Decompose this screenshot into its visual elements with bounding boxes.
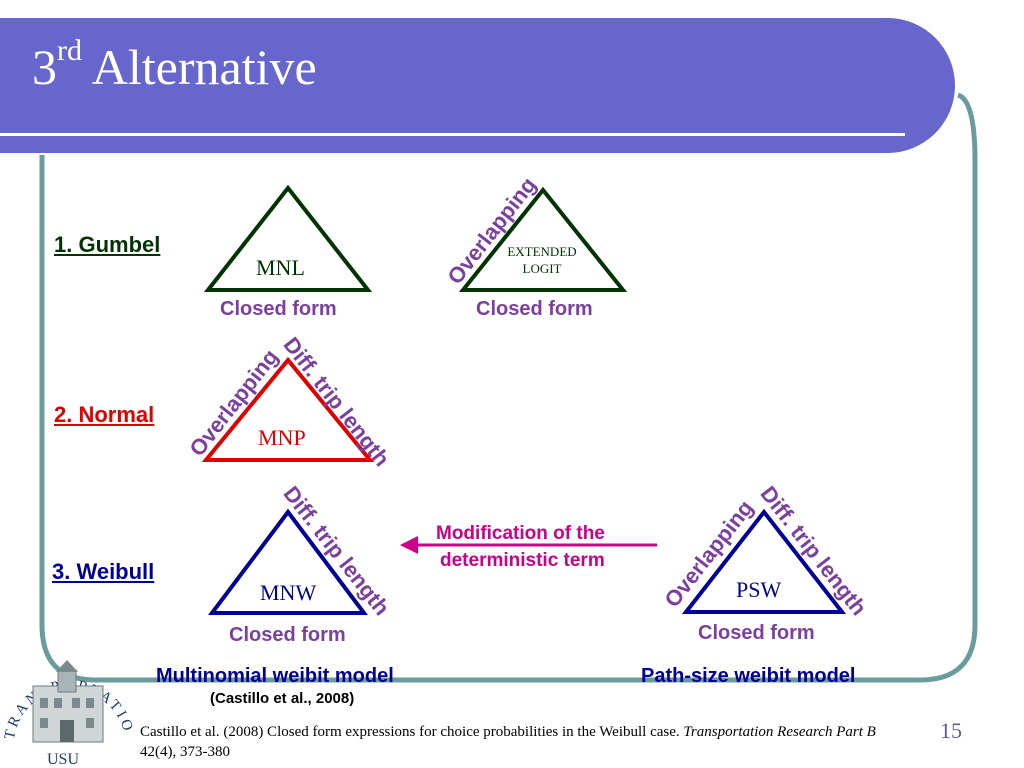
mnw-label: MNW <box>260 580 317 605</box>
psw-caption: Closed form <box>698 622 815 644</box>
extended-logit-label-2: LOGIT <box>522 261 562 276</box>
modification-arrow-head <box>400 536 418 554</box>
row-label-weibull: 3. Weibull <box>52 559 155 584</box>
arrow-text-line2: deterministic term <box>440 550 605 571</box>
page-number: 15 <box>940 718 962 743</box>
psw-triangle <box>681 508 847 614</box>
title-bar <box>0 18 955 153</box>
mnw-model-citation: (Castillo et al., 2008) <box>210 690 355 707</box>
row-label-normal: 2. Normal <box>54 402 155 427</box>
mnp-triangle <box>201 356 375 462</box>
mnl-label: MNL <box>256 255 305 280</box>
mnw-caption: Closed form <box>229 624 346 646</box>
extended-logit-caption: Closed form <box>476 298 593 320</box>
extended-logit-triangle <box>458 186 628 292</box>
arrow-text-line1: Modification of the <box>436 523 605 544</box>
reference-line2: 42(4), 373-380 <box>140 744 230 760</box>
mnw-model-name: Multinomial weibit model <box>156 665 394 687</box>
slide-title: 3rd Alternative <box>32 34 317 95</box>
usu-transportation-logo: TRANSPORTATION USU <box>0 640 133 768</box>
mnl-triangle <box>203 184 373 292</box>
title-divider <box>0 133 905 136</box>
logo-usu-text: USU <box>47 751 79 768</box>
psw-model-name: Path-size weibit model <box>641 665 856 687</box>
mnp-label: MNP <box>258 425 306 450</box>
psw-label: PSW <box>736 577 782 602</box>
extended-logit-label-1: EXTENDED <box>507 244 577 259</box>
slide-frame <box>39 92 978 683</box>
reference-line1: Castillo et al. (2008) Closed form expre… <box>140 724 876 740</box>
mnl-caption: Closed form <box>220 298 337 320</box>
row-label-gumbel: 1. Gumbel <box>54 232 161 257</box>
mnw-triangle <box>207 508 369 615</box>
